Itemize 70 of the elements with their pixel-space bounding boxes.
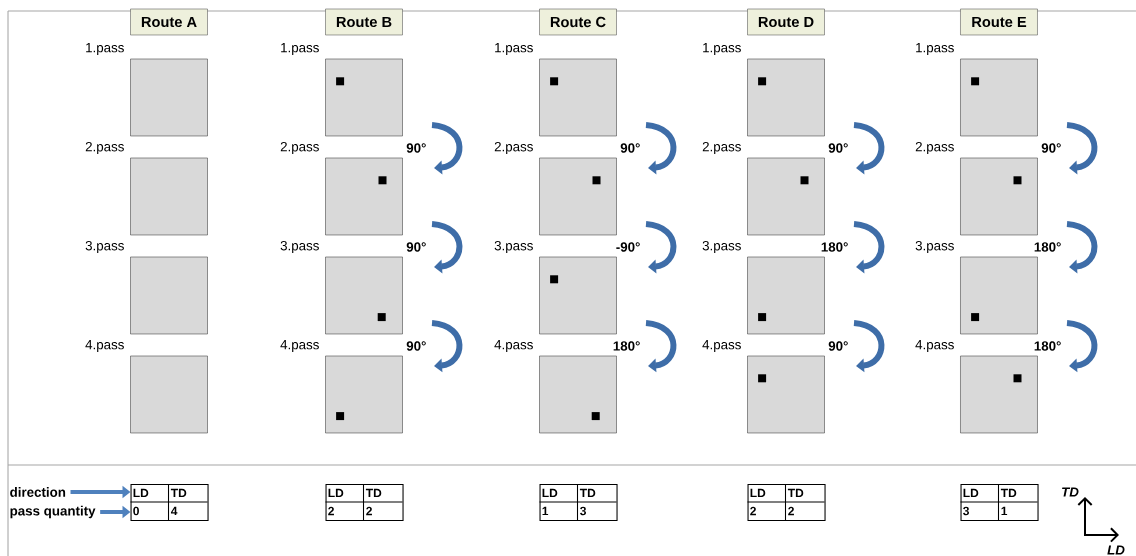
table-cell: 2 (366, 506, 372, 516)
data-table (538, 483, 618, 522)
pass-label: 2.pass (85, 141, 124, 155)
pass-label: 4.pass (702, 340, 741, 352)
pass-label: 4.pass (280, 340, 319, 352)
pass-label: 1.pass (703, 43, 741, 55)
axis-label: LD (1107, 545, 1125, 555)
angle-label: 90° (620, 143, 640, 153)
table-cell: TD (1000, 488, 1017, 498)
table-cell: 3 (963, 506, 969, 516)
angle-label: -90° (616, 242, 640, 252)
table-cell: TD (365, 488, 382, 498)
table-cell: 1 (542, 506, 549, 516)
route-header: Route E (960, 8, 1038, 36)
angle-label: 90° (1041, 143, 1061, 153)
data-table (746, 483, 826, 522)
table-cell: 2 (328, 506, 334, 516)
angle-label: 180° (821, 242, 848, 252)
pass-label: 1.pass (86, 43, 124, 55)
angle-label: 90° (828, 143, 848, 153)
route-header: Route D (747, 8, 825, 36)
angle-label: 90° (406, 143, 426, 153)
pass-label: 4.pass (494, 340, 533, 352)
route-header: Route B (325, 8, 403, 36)
pass-label: 2.pass (915, 141, 954, 155)
table-cell: 4 (170, 506, 178, 516)
pass-label: 2.pass (280, 141, 319, 155)
row-label: pass quantity (10, 505, 96, 519)
row-label: direction (10, 487, 66, 497)
angle-label: 180° (1034, 341, 1061, 351)
pass-label: 1.pass (916, 43, 954, 55)
pass-label: 4.pass (915, 340, 954, 352)
table-cell: TD (579, 488, 596, 498)
sample-square (130, 58, 208, 137)
pass-label: 3.pass (280, 240, 319, 254)
data-table (959, 483, 1039, 522)
sample-square (130, 256, 208, 335)
route-header: Route A (130, 8, 208, 36)
pass-label: 2.pass (702, 141, 741, 155)
pass-label: 3.pass (494, 240, 533, 254)
table-cell: LD (328, 488, 344, 498)
data-table (324, 483, 404, 522)
sample-square (130, 157, 208, 236)
pass-label: 3.pass (915, 240, 954, 254)
pass-label: 2.pass (494, 141, 533, 155)
table-cell: 0 (133, 506, 139, 516)
pass-label: 3.pass (85, 240, 124, 254)
pass-label: 1.pass (495, 43, 533, 55)
table-cell: TD (170, 488, 187, 498)
table-cell: 1 (1001, 506, 1008, 516)
table-cell: 3 (580, 506, 586, 516)
angle-label: 180° (613, 341, 640, 351)
table-cell: LD (963, 488, 979, 498)
table-cell: LD (750, 488, 766, 498)
table-cell: 2 (788, 506, 794, 516)
table-cell: LD (133, 488, 149, 498)
table-cell: TD (787, 488, 804, 498)
pass-label: 3.pass (702, 240, 741, 254)
pass-label: 1.pass (281, 43, 319, 55)
route-header: Route C (539, 8, 617, 36)
angle-label: 90° (406, 242, 426, 252)
angle-label: 180° (1034, 242, 1061, 252)
angle-label: 90° (406, 341, 426, 351)
data-table (129, 483, 209, 522)
pass-label: 4.pass (85, 340, 124, 352)
table-cell: 2 (750, 506, 756, 516)
table-cell: LD (542, 488, 558, 498)
sample-square (130, 355, 208, 434)
axis-label: TD (1062, 487, 1079, 497)
angle-label: 90° (828, 341, 848, 351)
